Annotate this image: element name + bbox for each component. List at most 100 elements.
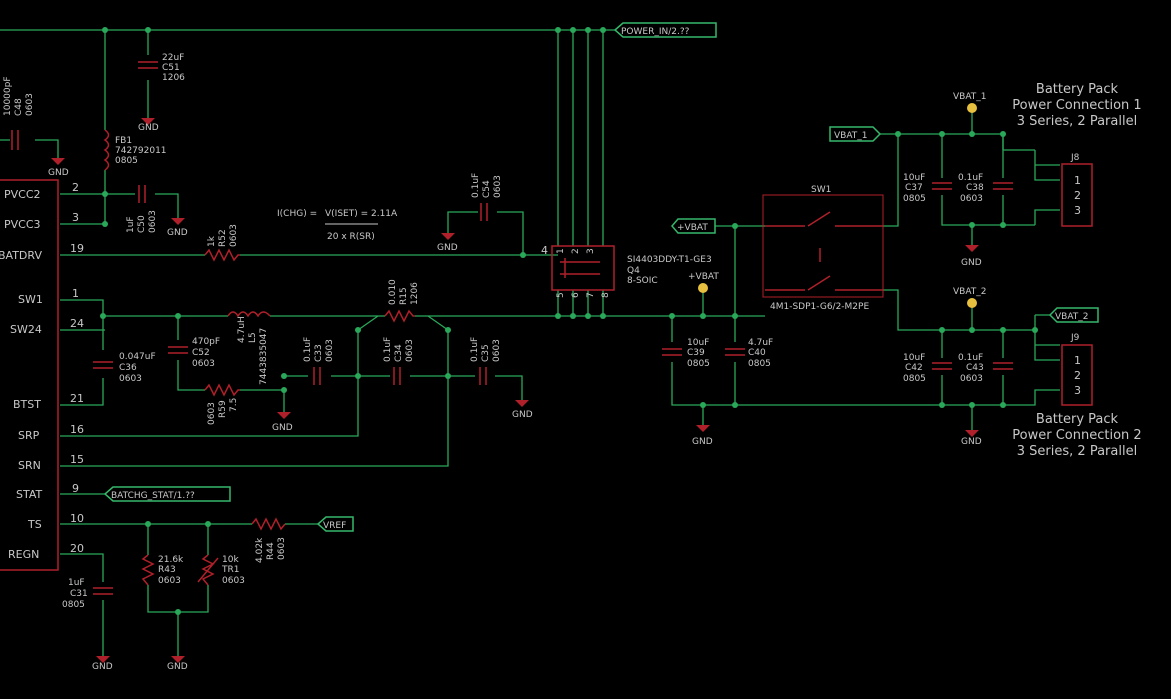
pin-name-btst: BTST [13,398,41,411]
pin-num: 9 [72,482,79,495]
net-label-flags [103,22,1099,532]
svg-text:GND: GND [437,243,458,253]
pin-name-pvcc3: PVCC3 [4,218,41,231]
c39-package: 0805 [687,359,710,369]
ground-symbols [51,118,979,663]
vbat1-flag-icon [967,103,977,113]
c48-package: 0603 [25,93,35,116]
gnd-icon [51,158,65,165]
pin-num: 3 [72,211,79,224]
pin-num: 2 [72,181,79,194]
c34-value: 0.1uF [383,337,393,362]
vbat-flag-icon [698,283,708,293]
svg-text:GND: GND [961,437,982,447]
capacitor-c54 [480,203,488,221]
c33-value: 0.1uF [303,337,313,362]
pin-num: 16 [70,423,84,436]
pin-name-stat: STAT [16,488,43,501]
c34-ref: C34 [394,344,404,362]
capacitor-c37 [932,182,952,190]
svg-text:5: 5 [556,292,566,298]
resistor-r59 [204,383,240,397]
svg-text:2: 2 [1074,369,1081,382]
r52-package: 0603 [229,224,239,247]
net-batchg-stat: BATCHG_STAT/1.?? [111,491,195,501]
gnd-icon [441,233,455,240]
c43-value: 0.1uF [958,353,983,363]
svg-text:1: 1 [556,248,566,254]
svg-text:Battery Pack: Battery Pack [1036,82,1119,97]
c39-ref: C39 [687,348,705,358]
svg-text:4: 4 [541,244,548,257]
resistor-r15 [384,309,415,323]
r52-ref: R52 [218,229,228,247]
pin-name-pvcc2: PVCC2 [4,188,41,201]
r43-package: 0603 [158,576,181,586]
flag-vbat-2: VBAT_2 [953,287,987,297]
tr1-ref: TR1 [221,565,239,575]
c50-ref: C50 [137,215,147,233]
c36-ref: C36 [119,363,137,373]
pin-name-regn: REGN [8,548,39,561]
c37-package: 0805 [903,194,926,204]
c37-value: 10uF [903,173,925,183]
c54-package: 0603 [493,175,503,198]
fb1-value: 742792011 [115,146,167,156]
fb1-ref: FB1 [115,136,132,146]
svg-text:GND: GND [167,662,188,672]
j8-ref: J8 [1070,153,1080,163]
svg-text:1: 1 [1074,354,1081,367]
pin-name-ts: TS [27,518,42,531]
pin-num: 10 [70,512,84,525]
capacitor-c33 [313,367,321,385]
svg-text:3: 3 [1074,384,1081,397]
c33-ref: C33 [314,344,324,362]
formula-left: I(CHG) = [277,209,317,219]
net-vref: VREF [323,521,346,531]
capacitor-c34 [393,367,401,385]
svg-text:GND: GND [692,437,713,447]
c51-package: 1206 [162,73,185,83]
resistor-r43 [141,554,155,586]
inductor-l5 [227,311,271,318]
svg-text:GND: GND [167,228,188,238]
svg-text:Power Connection 2: Power Connection 2 [1012,428,1141,443]
c34-package: 0603 [405,339,415,362]
capacitor-c52 [168,346,188,354]
capacitor-c35 [479,367,487,385]
c48-value: 10000pF [3,76,13,116]
sw1-value: 4M1-SDP1-G6/2-M2PE [770,302,869,312]
gnd-icon [141,118,155,125]
ic-pin-labels: PVCC2 PVCC3 BATDRV SW1 SW24 BTST SRP SRN… [0,181,84,561]
capacitor-c39 [662,348,682,356]
r59-ref: R59 [218,400,228,418]
formula-numerator: V(ISET) = 2.11A [325,209,398,219]
j9-ref: J9 [1070,333,1080,343]
c35-package: 0603 [492,339,502,362]
c31-ref: C31 [70,589,88,599]
r15-package: 1206 [410,282,420,305]
c35-ref: C35 [481,344,491,362]
c33-package: 0603 [325,339,335,362]
capacitor-c40 [725,348,745,356]
pin-num: 20 [70,542,84,555]
c40-package: 0805 [748,359,771,369]
c42-ref: C42 [905,363,923,373]
svg-text:Power Connection 1: Power Connection 1 [1012,98,1141,113]
r59-package: 0603 [207,402,217,425]
battery-pack-2-title: Battery Pack Power Connection 2 3 Series… [1012,412,1141,459]
svg-text:GND: GND [272,423,293,433]
c39-value: 10uF [687,338,709,348]
pin-name-srn: SRN [18,459,41,472]
c42-package: 0805 [903,374,926,384]
c54-value: 0.1uF [471,173,481,198]
c31-value: 1uF [68,578,85,588]
fb1-package: 0805 [115,156,138,166]
c38-value: 0.1uF [958,173,983,183]
pin-num: 1 [72,287,79,300]
part-labels: 10000pF C48 0603 22uF C51 1206 FB1 74279… [3,53,1080,610]
junctions [100,27,1038,615]
gnd: GND [512,410,533,420]
svg-text:7: 7 [586,292,596,298]
pin-num: 24 [70,317,84,330]
